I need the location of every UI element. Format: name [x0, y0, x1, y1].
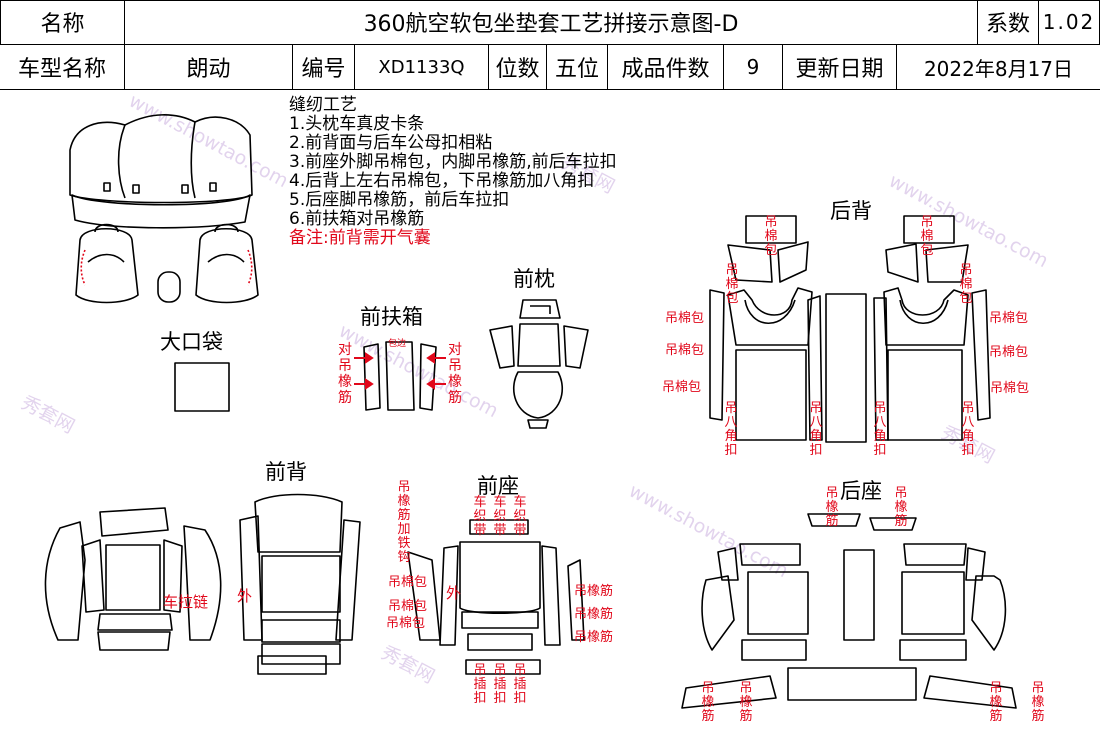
note-item: 3.前座外脚吊棉包，内脚吊橡筋,前后车拉扣 — [289, 152, 617, 172]
big-pocket-piece — [174, 362, 230, 412]
note-item: 1.头枕车真皮卡条 — [289, 114, 425, 134]
seat-value: 五位 — [547, 45, 608, 89]
page-title: 360航空软包坐垫套工艺拼接示意图-D — [125, 0, 978, 44]
annotation-rear-back-side: 吊棉包 — [662, 380, 702, 395]
coef-label: 系数 — [978, 0, 1039, 44]
annotation-front-seat-bottom: 吊插扣 — [513, 663, 527, 706]
front-seat-pieces — [407, 519, 585, 675]
header-row-1: 名称 360航空软包坐垫套工艺拼接示意图-D 系数 1.02 — [0, 0, 1100, 44]
code-value: XD1133Q — [355, 45, 489, 89]
pieces-value: 9 — [724, 45, 783, 89]
annotation-rear-back-top: 吊棉包 — [764, 215, 778, 258]
annotation-front-seat-band: 车织带 — [513, 495, 527, 538]
annotation-front-seat-right: 吊橡筋 — [574, 607, 614, 622]
notes-remark: 备注:前背需开气囊 — [289, 228, 431, 248]
annotation-armrest-bao-bian: 包边 — [388, 339, 407, 349]
annotation-rear-back-side: 吊棉包 — [990, 381, 1030, 396]
annotation-rear-back-bottom: 吊八角扣 — [809, 401, 823, 458]
section-big-pocket: 大口袋 — [160, 330, 223, 354]
annotation-front-seat-bottom: 吊插扣 — [473, 663, 487, 706]
front-seats-sketch — [75, 223, 259, 304]
annotation-front-seat-mianbao: 吊棉包 — [386, 616, 426, 631]
annotation-rear-back-bottom: 吊八角扣 — [873, 401, 887, 458]
annotation-rear-back-bottom: 吊八角扣 — [961, 401, 975, 458]
annotation-outer: 外 — [446, 584, 462, 602]
note-item: 6.前扶箱对吊橡筋 — [289, 209, 425, 229]
annotation-armrest-right: 对吊橡筋 — [448, 342, 462, 406]
section-front-headrest: 前枕 — [513, 267, 555, 291]
annotation-rear-seat-bottom: 吊橡筋 — [989, 681, 1003, 724]
code-label: 编号 — [293, 45, 355, 89]
annotation-rear-back-bottom: 吊八角扣 — [724, 401, 738, 458]
notes-title: 缝纫工艺 — [289, 95, 357, 115]
annotation-rear-seat-bottom: 吊橡筋 — [1031, 681, 1045, 724]
annotation-front-seat-bottom: 吊插扣 — [493, 663, 507, 706]
annotation-rear-back-side: 吊棉包 — [665, 311, 705, 326]
rear-seat-pieces — [681, 513, 1017, 709]
annotation-rear-back-side: 吊棉包 — [959, 263, 973, 306]
section-rear-seat: 后座 — [840, 479, 882, 503]
annotation-rear-seat-bottom: 吊橡筋 — [701, 681, 715, 724]
rear-back-pieces — [709, 215, 991, 443]
note-item: 4.后背上左右吊棉包，下吊橡筋加八角扣 — [289, 171, 595, 191]
annotation-rear-seat-top: 吊橡筋 — [894, 486, 908, 529]
annotation-rear-back-top: 吊棉包 — [920, 215, 934, 258]
sewing-notes: 缝纫工艺 1.头枕车真皮卡条 2.前背面与后车公母扣相粘 3.前座外脚吊棉包，内… — [289, 96, 617, 248]
annotation-front-seat-right: 吊橡筋 — [574, 630, 614, 645]
annotation-front-seat-mianbao: 吊棉包 — [388, 599, 428, 614]
annotation-front-back-zipper: 车拉链 — [163, 593, 209, 611]
front-back-pieces — [44, 493, 361, 675]
model-label: 车型名称 — [0, 45, 125, 89]
annotation-rear-seat-bottom: 吊橡筋 — [739, 681, 753, 724]
annotation-rear-seat-top: 吊橡筋 — [825, 486, 839, 529]
annotation-front-seat-band: 车织带 — [493, 495, 507, 538]
model-value: 朗动 — [125, 45, 293, 89]
annotation-rear-back-side: 吊棉包 — [725, 263, 739, 306]
update-label: 更新日期 — [783, 45, 897, 89]
pieces-label: 成品件数 — [608, 45, 724, 89]
name-label: 名称 — [0, 0, 125, 44]
update-value: 2022年8月17日 — [923, 56, 1074, 81]
note-item: 5.后座脚吊橡筋，前后车拉扣 — [289, 190, 510, 210]
section-front-seat: 前座 — [477, 474, 519, 498]
annotation-rear-back-side: 吊棉包 — [989, 345, 1029, 360]
annotation-rear-back-side: 吊棉包 — [665, 343, 705, 358]
seat-label: 位数 — [489, 45, 547, 89]
coef-value: 1.02 — [1039, 0, 1100, 44]
header-row-2: 车型名称 朗动 编号 XD1133Q 位数 五位 成品件数 9 更新日期 202… — [0, 45, 1100, 89]
annotation-rear-back-side: 吊棉包 — [989, 311, 1029, 326]
annotation-front-seat-band: 车织带 — [473, 495, 487, 538]
section-rear-back: 后背 — [830, 199, 872, 223]
annotation-front-seat-mianbao: 吊棉包 — [388, 575, 428, 590]
section-front-armrest: 前扶箱 — [360, 305, 423, 329]
note-item: 2.前背面与后车公母扣相粘 — [289, 133, 493, 153]
annotation-front-seat-top-left: 吊橡筋加铁钩 — [397, 480, 411, 565]
section-front-back: 前背 — [265, 460, 307, 484]
front-headrest-pieces — [489, 299, 589, 429]
annotation-outer: 外 — [237, 587, 253, 605]
annotation-armrest-left: 对吊橡筋 — [338, 342, 352, 406]
annotation-front-seat-right: 吊橡筋 — [574, 584, 614, 599]
